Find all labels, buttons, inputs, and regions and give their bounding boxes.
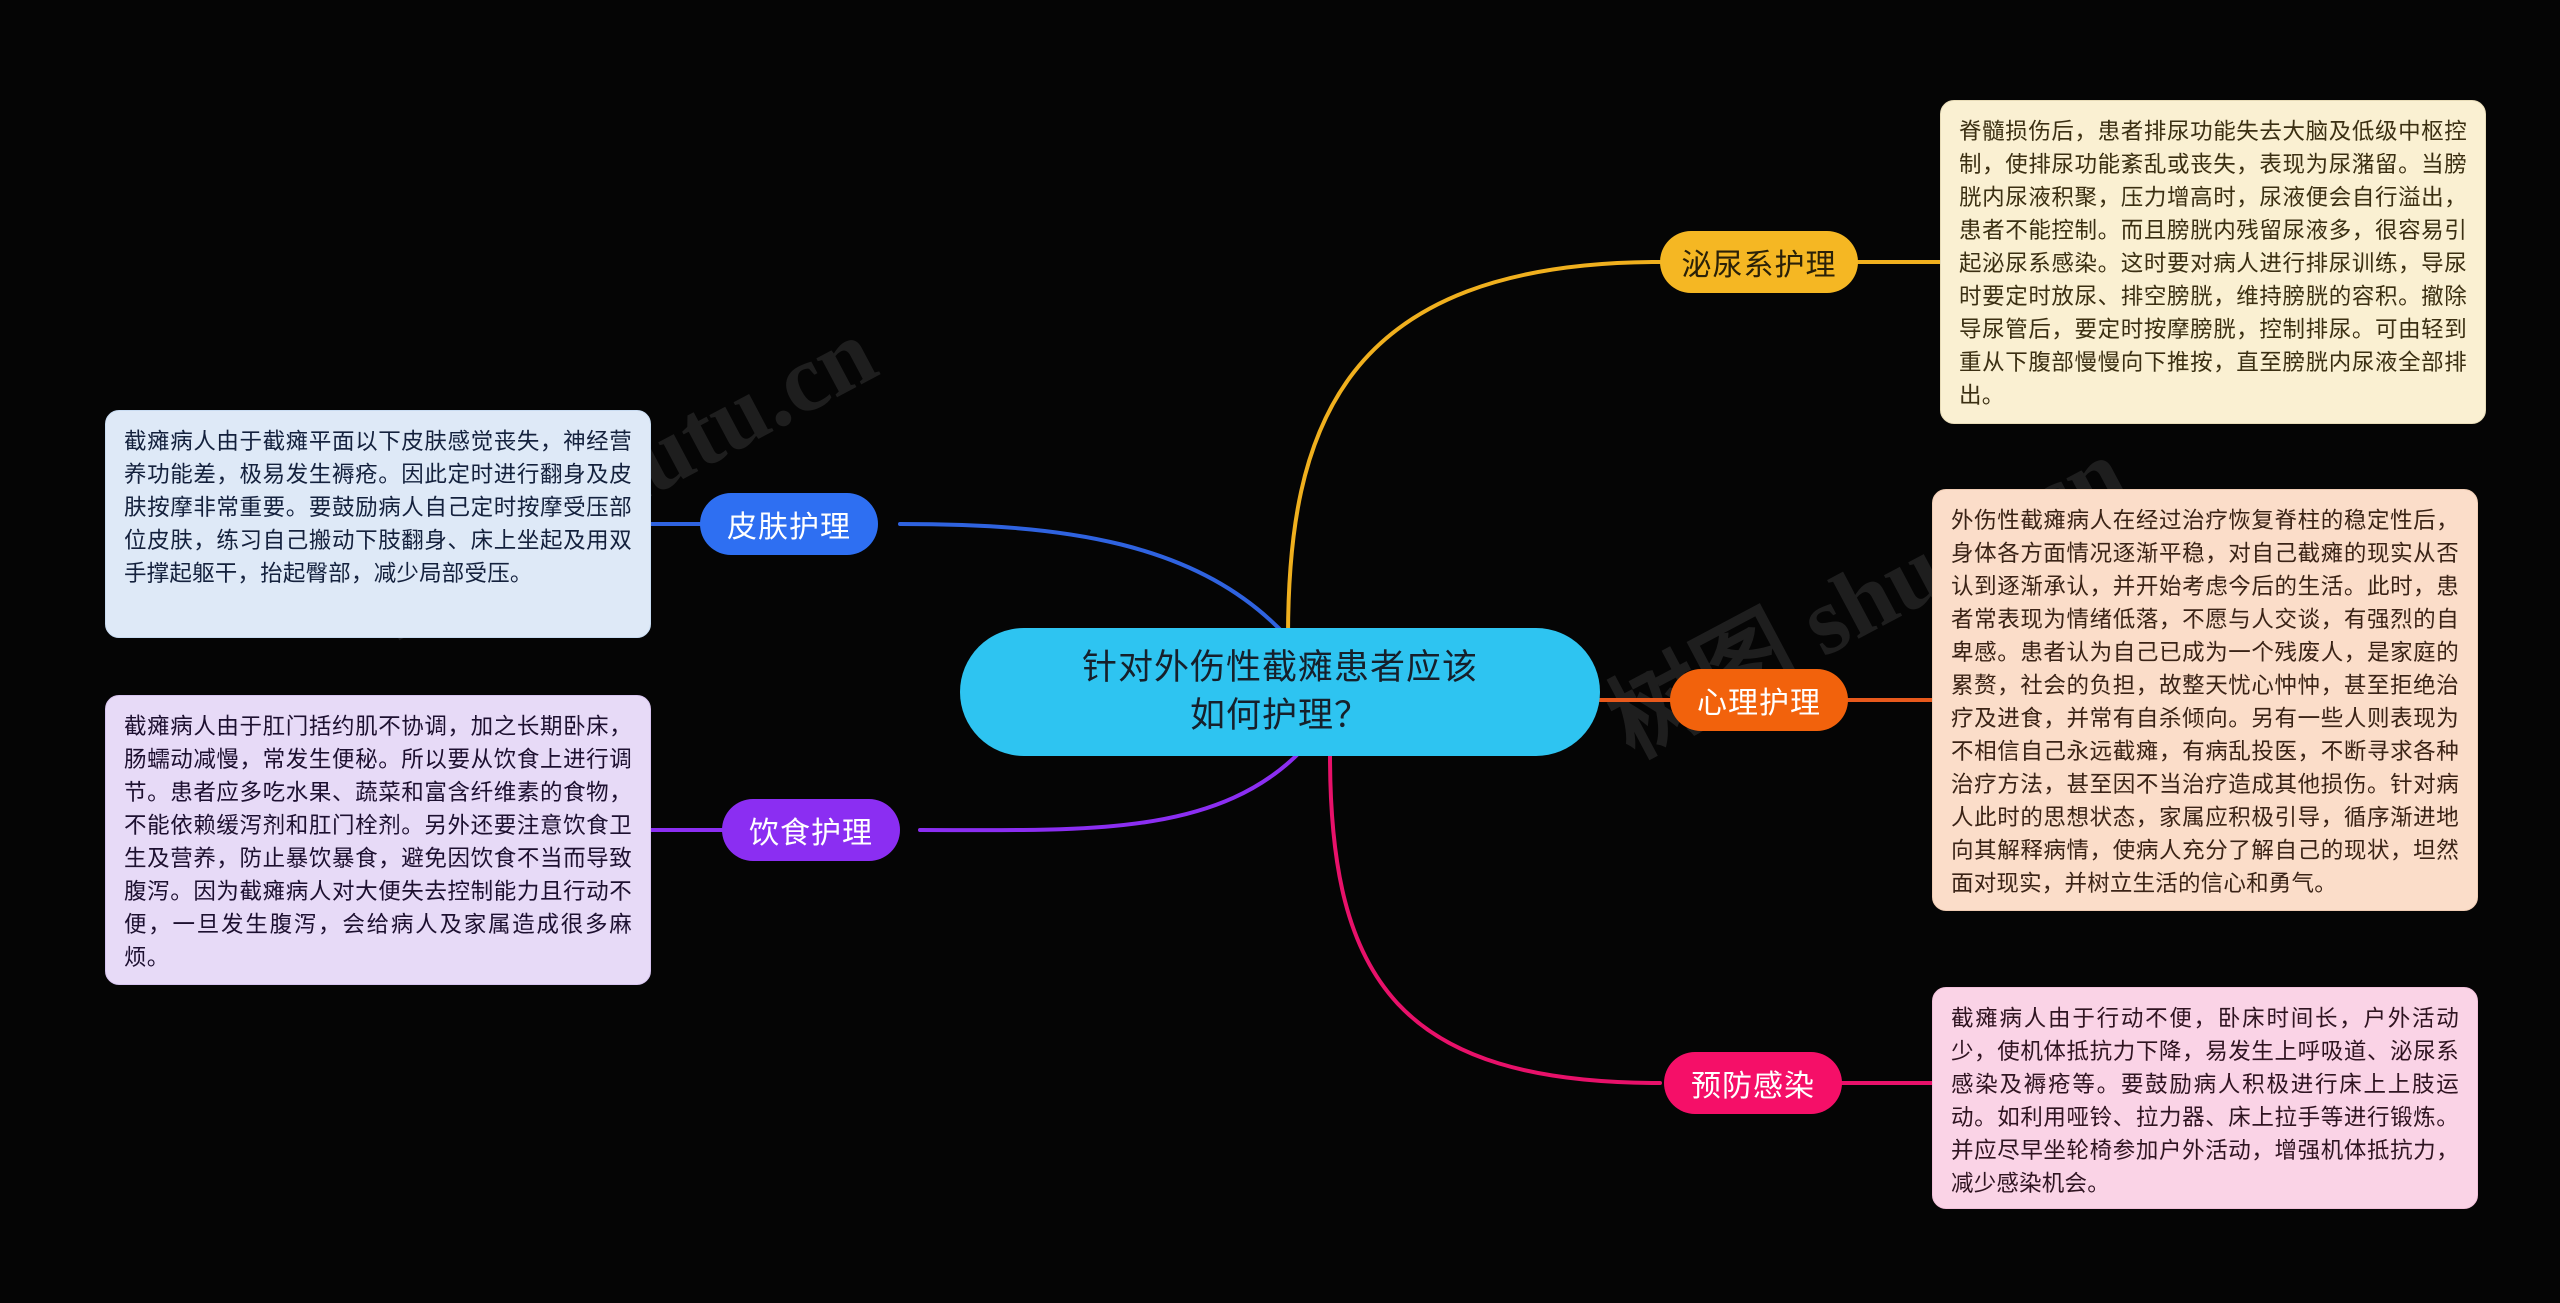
central-node-line1: 针对外伤性截瘫患者应该 — [1081, 648, 1478, 687]
branch-pill-skin-label: 皮肤护理 — [727, 511, 851, 544]
link-infection — [1328, 753, 1662, 1085]
leaf-text-urinary: 脊髓损伤后，患者排尿功能失去大脑及低级中枢控制，使排尿功能紊乱或丧失，表现为尿潴… — [1959, 119, 2467, 408]
branch-pill-diet[interactable]: 饮食护理 — [722, 799, 900, 861]
link-urinary — [1286, 260, 1662, 640]
leaf-box-urinary[interactable]: 脊髓损伤后，患者排尿功能失去大脑及低级中枢控制，使排尿功能紊乱或丧失，表现为尿潴… — [1940, 100, 2486, 424]
central-node-label: 针对外伤性截瘫患者应该 如何护理？ — [1082, 644, 1478, 740]
branch-pill-infection[interactable]: 预防感染 — [1664, 1052, 1842, 1114]
central-node-line2: 如何护理？ — [1189, 696, 1370, 735]
branch-pill-psych-label: 心理护理 — [1697, 687, 1821, 720]
branch-pill-urinary[interactable]: 泌尿系护理 — [1660, 231, 1858, 293]
leaf-box-infection[interactable]: 截瘫病人由于行动不便，卧床时间长，户外活动少，使机体抵抗力下降，易发生上呼吸道、… — [1932, 987, 2478, 1209]
branch-pill-urinary-label: 泌尿系护理 — [1681, 249, 1837, 282]
branch-pill-diet-label: 饮食护理 — [749, 817, 873, 850]
branch-pill-skin[interactable]: 皮肤护理 — [700, 493, 878, 555]
leaf-box-skin[interactable]: 截瘫病人由于截瘫平面以下皮肤感觉丧失，神经营养功能差，极易发生褥疮。因此定时进行… — [105, 410, 651, 638]
leaf-text-psych: 外伤性截瘫病人在经过治疗恢复脊柱的稳定性后，身体各方面情况逐渐平稳，对自己截瘫的… — [1951, 508, 2459, 896]
central-node[interactable]: 针对外伤性截瘫患者应该 如何护理？ — [960, 628, 1600, 756]
branch-pill-psych[interactable]: 心理护理 — [1670, 669, 1848, 731]
link-diet — [918, 750, 1302, 833]
leaf-text-infection: 截瘫病人由于行动不便，卧床时间长，户外活动少，使机体抵抗力下降，易发生上呼吸道、… — [1951, 1006, 2459, 1196]
leaf-box-diet[interactable]: 截瘫病人由于肛门括约肌不协调，加之长期卧床，肠蠕动减慢，常发生便秘。所以要从饮食… — [105, 695, 651, 985]
link-skin — [898, 522, 1292, 642]
branch-pill-infection-label: 预防感染 — [1691, 1070, 1815, 1103]
leaf-box-psych[interactable]: 外伤性截瘫病人在经过治疗恢复脊柱的稳定性后，身体各方面情况逐渐平稳，对自己截瘫的… — [1932, 489, 2478, 911]
leaf-text-skin: 截瘫病人由于截瘫平面以下皮肤感觉丧失，神经营养功能差，极易发生褥疮。因此定时进行… — [124, 429, 632, 586]
leaf-text-diet: 截瘫病人由于肛门括约肌不协调，加之长期卧床，肠蠕动减慢，常发生便秘。所以要从饮食… — [124, 714, 632, 970]
